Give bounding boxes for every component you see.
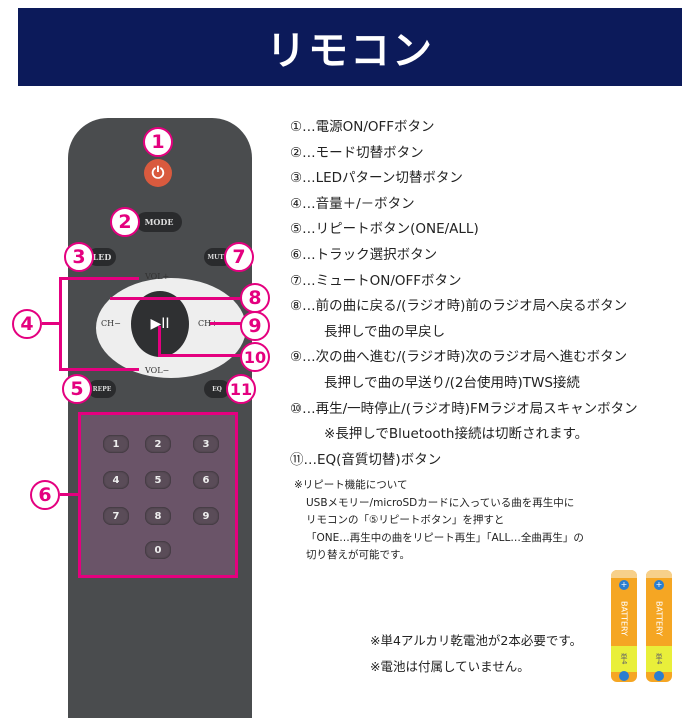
marker-1: 1 [143,127,173,157]
note-line: USBメモリー/microSDカードに入っている曲を再生中に [306,496,575,509]
note-line: ※リピート機能について [294,479,408,491]
list-item: ①…電源ON/OFFボタン [290,119,435,135]
marker-9: 9 [240,311,270,341]
key-2: 2 [145,435,171,453]
key-8: 8 [145,507,171,525]
battery-image: + BATTERY 単4 [646,570,672,682]
callout-line [42,322,60,325]
list-item: ④…音量＋/－ボタン [290,195,415,212]
list-item: ⑧…前の曲に戻る/(ラジオ時)前のラジオ局へ戻るボタン [290,298,628,315]
callout-line [158,354,242,357]
list-item-sub: ※長押しでBluetooth接続は切断されます。 [324,426,589,443]
note-line: 「ONE…再生中の曲をリピート再生」「ALL…全曲再生」の [306,531,584,544]
note-line: リモコンの「⑤リピートボタン」を押すと [306,514,505,527]
button-description-list: ①…電源ON/OFFボタン ②…モード切替ボタン ③…LEDパターン切替ボタン … [290,115,638,473]
callout-line [210,322,242,325]
callout-line [158,326,161,356]
header-banner: リモコン [18,8,682,86]
key-1: 1 [103,435,129,453]
callout-line [60,493,80,496]
eq-button: EQ [204,380,230,398]
power-button: ⏻ [144,159,172,187]
battery-label: BATTERY [654,600,664,636]
key-4: 4 [103,471,129,489]
note-line: 切り替えが可能です。 [306,549,410,562]
list-item: ⑨…次の曲へ進む/(ラジオ時)次のラジオ局へ進むボタン [290,349,628,366]
marker-11: 11 [226,374,256,404]
key-0: 0 [145,541,171,559]
prev-label: CH− [101,319,121,328]
marker-7: 7 [224,242,254,272]
repeat-note: ※リピート機能について USBメモリー/microSDカードに入っている曲を再生… [294,477,584,565]
callout-line [59,277,62,371]
marker-10: 10 [240,342,270,372]
battery-size: 単4 [611,646,637,672]
requirement-line: ※電池は付属していません。 [370,659,530,674]
list-item: ⑩…再生/一時停止/(ラジオ時)FMラジオ局スキャンボタン [290,400,638,417]
marker-4: 4 [12,309,42,339]
list-item: ⑪…EQ(音質切替)ボタン [290,451,442,468]
marker-5: 5 [62,374,92,404]
key-7: 7 [103,507,129,525]
mode-button: MODE [136,212,182,232]
battery-size: 単4 [646,646,672,672]
list-item: ⑥…トラック選択ボタン [290,246,438,263]
battery-label: BATTERY [619,600,629,636]
repeat-button: REPE [88,380,116,398]
list-item-sub: 長押しで曲の早戻し [324,323,446,340]
list-item: ⑤…リピートボタン(ONE/ALL) [290,221,479,238]
marker-6: 6 [30,480,60,510]
keypad: 1 2 3 4 5 6 7 8 9 0 [78,412,238,578]
list-item: ③…LEDパターン切替ボタン [290,170,463,187]
requirement-line: ※単4アルカリ乾電池が2本必要です。 [370,633,583,648]
list-item-sub: 長押しで曲の早送り/(2台使用時)TWS接続 [324,374,580,391]
key-3: 3 [193,435,219,453]
marker-3: 3 [64,242,94,272]
callout-line [59,277,139,280]
callout-line [110,297,240,300]
vol-down-label: VOL− [145,366,170,375]
key-6: 6 [193,471,219,489]
key-5: 5 [145,471,171,489]
vol-up-label: VOL+ [145,272,170,281]
battery-image: + BATTERY 単4 [611,570,637,682]
marker-8: 8 [240,283,270,313]
led-button: LED [88,248,116,266]
callout-line [59,368,139,371]
marker-2: 2 [110,207,140,237]
power-icon: ⏻ [151,163,165,182]
key-9: 9 [193,507,219,525]
next-label: CH+ [198,319,218,328]
page-title: リモコン [266,28,434,74]
battery-requirements: ※単4アルカリ乾電池が2本必要です。 ※電池は付属していません。 [370,628,582,680]
list-item: ⑦…ミュートON/OFFボタン [290,272,462,289]
list-item: ②…モード切替ボタン [290,144,424,161]
